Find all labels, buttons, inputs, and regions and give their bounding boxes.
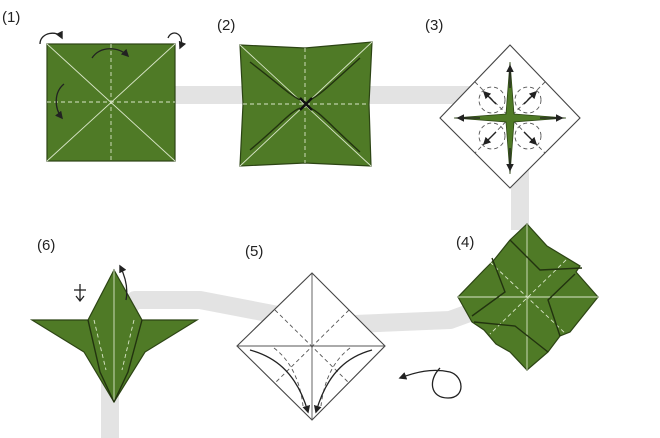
step-6-label: (6) — [37, 237, 55, 254]
step-1: (1) — [2, 9, 187, 162]
step-4: (4) — [456, 223, 599, 371]
step-5-left-fold-arrow — [249, 349, 311, 414]
step-6-green-model — [29, 268, 200, 404]
step-1-label: (1) — [2, 9, 20, 26]
step-2-label: (2) — [217, 17, 235, 34]
step-5: (5) — [236, 243, 386, 421]
step-5-label: (5) — [245, 243, 263, 260]
step-2: (2) — [217, 17, 373, 167]
step-4-label: (4) — [456, 234, 474, 251]
step-3-label: (3) — [425, 17, 443, 34]
step-1-left-arc-arrow — [55, 83, 65, 120]
step-6-up-arrow — [119, 264, 128, 301]
step-6: (6) — [29, 237, 200, 404]
step-1-top-arc-arrow — [91, 48, 130, 59]
step-1-top-left-curl-arrow — [39, 30, 63, 45]
turn-over-arrow — [398, 367, 462, 399]
step-5-white-diamond — [236, 272, 386, 421]
step-3-fold-arrows — [456, 64, 564, 172]
step-5-right-fold-arrow — [313, 349, 373, 414]
step-2-center-pleat — [299, 97, 313, 111]
step-3: (3) — [425, 17, 581, 189]
step-3-green-cross — [453, 61, 567, 175]
step-1-top-right-curl-arrow — [167, 32, 187, 50]
step-6-pull-arrow-icon — [74, 284, 86, 303]
